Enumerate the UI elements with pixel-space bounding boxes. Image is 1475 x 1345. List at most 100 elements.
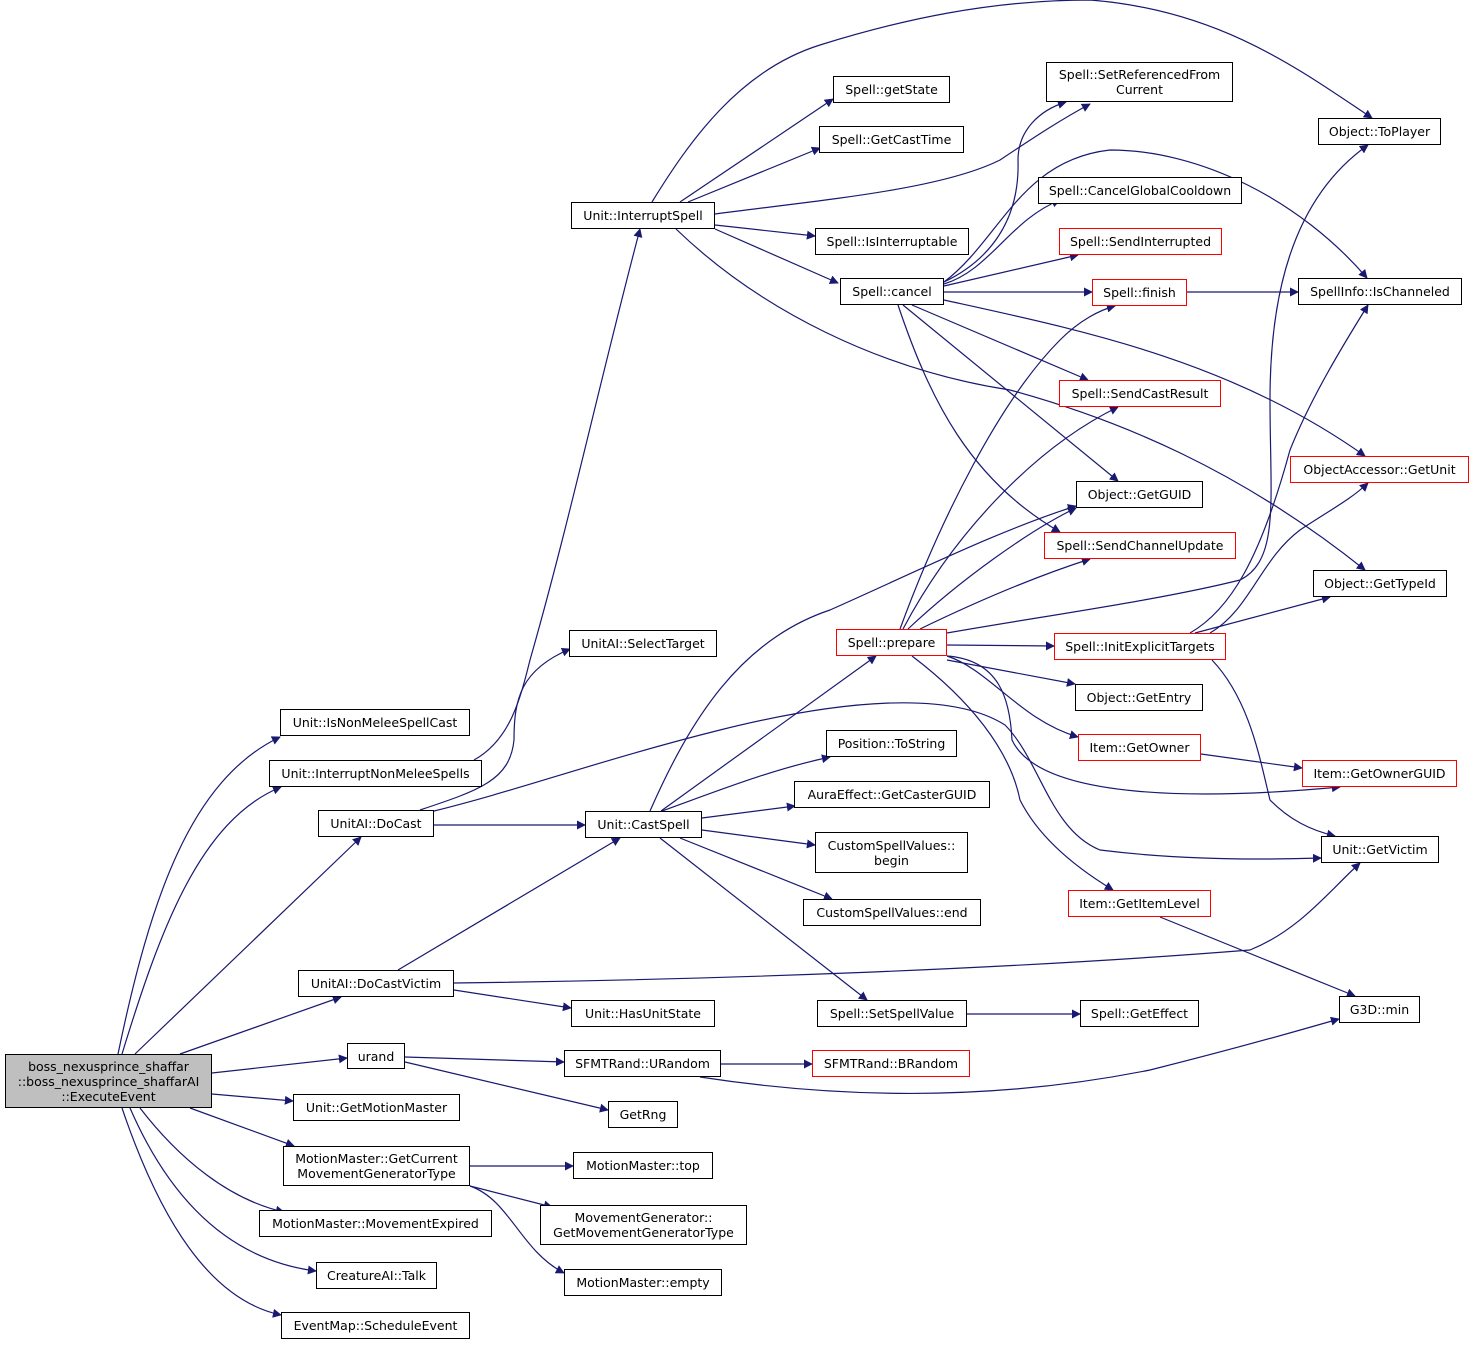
node-urand[interactable]: urand bbox=[347, 1043, 405, 1069]
edge-spellprepare-getownerguid bbox=[946, 655, 1341, 795]
edge-castspell-csvbegin bbox=[701, 829, 816, 849]
edge-urand-sfmturandom bbox=[404, 1056, 565, 1067]
node-spell-init-explicit-targets[interactable]: Spell::InitExplicitTargets bbox=[1054, 633, 1226, 660]
node-spell-get-state[interactable]: Spell::getState bbox=[833, 76, 950, 103]
edge-initexplicittargets-oagetunit bbox=[1209, 482, 1369, 634]
edge-castspell-spellprepare bbox=[660, 655, 877, 812]
edge-root-urand bbox=[211, 1054, 348, 1074]
edge-spellprepare-objgetguid bbox=[907, 507, 1077, 630]
edge-interruptnonmelee-interruptspell bbox=[473, 228, 643, 761]
node-spell-send-channel-update[interactable]: Spell::SendChannelUpdate bbox=[1044, 532, 1236, 559]
node-spell-get-effect[interactable]: Spell::GetEffect bbox=[1080, 1000, 1199, 1027]
node-objectaccessor-get-unit[interactable]: ObjectAccessor::GetUnit bbox=[1290, 456, 1469, 483]
node-spell-send-cast-result[interactable]: Spell::SendCastResult bbox=[1059, 380, 1221, 407]
edge-docastvictim-getvictim bbox=[453, 862, 1361, 984]
edge-root-docastvictim bbox=[179, 995, 342, 1055]
node-motionmaster-top[interactable]: MotionMaster::top bbox=[573, 1152, 713, 1179]
edge-spellcancel-isChanneled bbox=[943, 149, 1368, 283]
edge-castspell-auracasterguid bbox=[701, 802, 796, 819]
edge-root-scheduleevent bbox=[121, 1107, 282, 1318]
node-is-non-melee-spell-cast[interactable]: Unit::IsNonMeleeSpellCast bbox=[280, 709, 470, 736]
node-object-to-player[interactable]: Object::ToPlayer bbox=[1318, 118, 1441, 145]
node-sfmtrand-brandom[interactable]: SFMTRand::BRandom bbox=[812, 1050, 970, 1077]
edge-spellcancel-sendcastresult bbox=[911, 304, 1089, 381]
node-spell-finish[interactable]: Spell::finish bbox=[1092, 279, 1187, 306]
node-unit-get-motion-master[interactable]: Unit::GetMotionMaster bbox=[293, 1094, 460, 1121]
edge-spellprepare-spellfinish bbox=[899, 303, 1116, 630]
edge-docast-selecttarget bbox=[419, 647, 571, 811]
node-unit-has-unit-state[interactable]: Unit::HasUnitState bbox=[571, 1000, 715, 1027]
node-interrupt-non-melee-spells[interactable]: Unit::InterruptNonMeleeSpells bbox=[269, 760, 482, 787]
node-motionmaster-empty[interactable]: MotionMaster::empty bbox=[564, 1269, 722, 1296]
node-unit-interrupt-spell[interactable]: Unit::InterruptSpell bbox=[571, 202, 715, 229]
edge-root-interruptnonmelee bbox=[121, 785, 282, 1055]
edge-urand-getrng bbox=[404, 1061, 609, 1113]
node-creatureai-talk[interactable]: CreatureAI::Talk bbox=[316, 1262, 437, 1289]
edge-interruptspell-spellcancel bbox=[714, 228, 839, 284]
node-g3d-min[interactable]: G3D::min bbox=[1339, 996, 1420, 1023]
edge-root-getmotionmaster bbox=[211, 1093, 294, 1105]
edge-root-getcurrentmgt bbox=[189, 1107, 295, 1148]
node-getrng[interactable]: GetRng bbox=[608, 1101, 678, 1128]
node-object-get-guid[interactable]: Object::GetGUID bbox=[1076, 481, 1203, 508]
node-movementgenerator-get-type[interactable]: MovementGenerator::GetMovementGeneratorT… bbox=[540, 1205, 747, 1245]
node-customspellvalues-end[interactable]: CustomSpellValues::end bbox=[803, 899, 981, 926]
node-unit-cast-spell[interactable]: Unit::CastSpell bbox=[585, 811, 702, 838]
edge-spellprepare-itemgetitemlevel bbox=[911, 655, 1114, 891]
node-spell-set-spell-value[interactable]: Spell::SetSpellValue bbox=[817, 1000, 967, 1027]
edge-root-talk bbox=[129, 1107, 317, 1275]
edge-itemgetitemlevel-g3dmin bbox=[1159, 916, 1356, 998]
edge-interruptspell-getcasttime bbox=[687, 146, 821, 203]
edge-spellprepare-toplayer bbox=[946, 144, 1369, 634]
edge-docastvictim-castspell bbox=[397, 837, 621, 971]
node-unitai-docastvictim[interactable]: UnitAI::DoCastVictim bbox=[298, 970, 454, 997]
edge-interruptspell-gettypeid bbox=[675, 228, 1366, 571]
node-unitai-select-target[interactable]: UnitAI::SelectTarget bbox=[569, 630, 717, 657]
edge-spellprepare-itemgetowner bbox=[946, 655, 1079, 740]
edge-interruptspell-setreffromcurrent bbox=[714, 103, 1091, 215]
node-spell-cancel-global-cooldown[interactable]: Spell::CancelGlobalCooldown bbox=[1038, 177, 1242, 204]
edge-spellcancel-oagetunit bbox=[943, 299, 1366, 457]
node-customspellvalues-begin[interactable]: CustomSpellValues::begin bbox=[815, 832, 968, 873]
node-item-get-owner[interactable]: Item::GetOwner bbox=[1078, 734, 1201, 761]
node-spell-get-cast-time[interactable]: Spell::GetCastTime bbox=[819, 126, 964, 153]
node-spellinfo-is-channeled[interactable]: SpellInfo::IsChanneled bbox=[1298, 278, 1462, 305]
node-sfmtrand-urandom[interactable]: SFMTRand::URandom bbox=[564, 1050, 721, 1077]
node-spell-send-interrupted[interactable]: Spell::SendInterrupted bbox=[1059, 228, 1222, 255]
node-motionmaster-movement-expired[interactable]: MotionMaster::MovementExpired bbox=[259, 1210, 492, 1237]
node-position-to-string[interactable]: Position::ToString bbox=[826, 730, 957, 757]
node-object-get-entry[interactable]: Object::GetEntry bbox=[1075, 684, 1203, 711]
node-spell-is-interruptable[interactable]: Spell::IsInterruptable bbox=[815, 228, 969, 255]
node-eventmap-schedule-event[interactable]: EventMap::ScheduleEvent bbox=[281, 1312, 470, 1339]
edge-initexplicittargets-getvictim bbox=[1211, 659, 1336, 839]
edge-root-movementexpired bbox=[139, 1107, 285, 1215]
node-item-get-owner-guid[interactable]: Item::GetOwnerGUID bbox=[1302, 760, 1457, 787]
edge-castspell-setspellvalue bbox=[659, 837, 868, 1001]
node-unit-get-victim[interactable]: Unit::GetVictim bbox=[1321, 836, 1439, 863]
node-spell-cancel[interactable]: Spell::cancel bbox=[840, 278, 944, 305]
edge-spellcancel-setreffromcurrent bbox=[943, 100, 1067, 283]
node-object-get-type-id[interactable]: Object::GetTypeId bbox=[1313, 570, 1447, 597]
edge-docastvictim-hasunitstate bbox=[453, 989, 572, 1012]
edge-interruptspell-isinterruptable bbox=[714, 224, 816, 240]
node-root: boss_nexusprince_shaffar::boss_nexusprin… bbox=[5, 1054, 212, 1108]
node-auraeffect-get-caster-guid[interactable]: AuraEffect::GetCasterGUID bbox=[794, 781, 990, 808]
edge-root-docast bbox=[134, 836, 362, 1055]
edge-spellprepare-initexplicittargets bbox=[946, 641, 1055, 651]
edge-spellprepare-sendcastresult bbox=[902, 406, 1119, 630]
edge-castspell-objgetguid bbox=[649, 504, 1077, 812]
edge-getcurrentmgt-mggettype bbox=[469, 1185, 553, 1210]
edge-getcurrentmgt-mmempty bbox=[469, 1185, 565, 1274]
edge-initexplicittargets-gettypeid bbox=[1194, 594, 1331, 634]
node-spell-prepare[interactable]: Spell::prepare bbox=[836, 629, 947, 656]
edge-interruptspell-toplayer bbox=[651, 0, 1373, 203]
node-unitai-docast[interactable]: UnitAI::DoCast bbox=[318, 810, 434, 837]
edge-spellcancel-objgetguid bbox=[902, 304, 1119, 482]
node-item-get-item-level[interactable]: Item::GetItemLevel bbox=[1068, 890, 1211, 917]
edge-spellprepare-objgetentry bbox=[946, 659, 1076, 687]
edge-spellcancel-sendinterrupted bbox=[943, 252, 1079, 287]
edge-initexplicittargets-ischanneled bbox=[1189, 304, 1369, 634]
